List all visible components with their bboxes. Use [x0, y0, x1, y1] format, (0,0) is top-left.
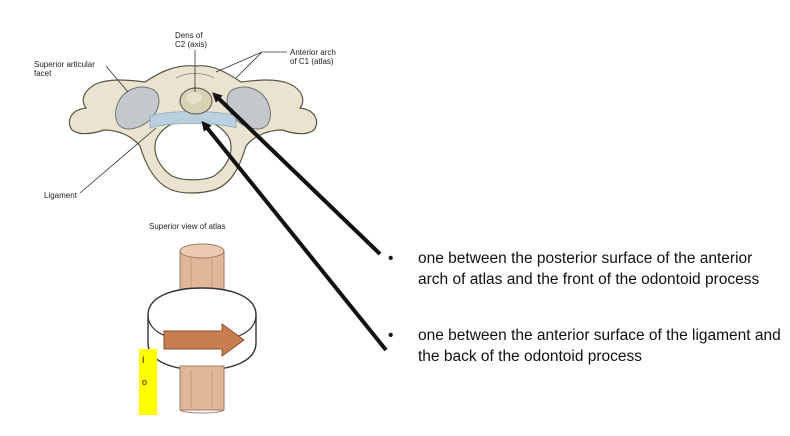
bullet-marker: • [388, 327, 394, 344]
atlas-vertebra [68, 65, 318, 194]
ligament-leader-line [79, 127, 157, 194]
dens-label: Dens of C2 (axis) [175, 31, 208, 49]
facet-leader-line [105, 65, 129, 93]
atlas-bone [68, 65, 318, 194]
ligament-label: Ligament [44, 191, 77, 200]
anterior-arch-label: Anterior arch of C1 (atlas) [290, 48, 336, 66]
ring [147, 287, 257, 371]
pointer-arrow-2 [201, 120, 388, 352]
yellow-tab-text-2: o [142, 377, 148, 387]
transverse-ligament [149, 111, 237, 129]
bullet-item-2: • one between the anterior surface of th… [388, 325, 783, 367]
bullet-list: • one between the posterior surface of t… [388, 248, 783, 367]
bullet-item-1: • one between the posterior surface of t… [388, 248, 783, 290]
caption-label: Superior view of atlas [149, 222, 226, 231]
bullet-text: one between the posterior surface of the… [418, 250, 760, 288]
superior-facet-label: Superior articular facet [34, 60, 95, 78]
rotation-illustration [147, 243, 257, 414]
pointer-arrow-1 [212, 92, 382, 256]
bullet-text: one between the anterior surface of the … [418, 327, 781, 365]
rotation-arrow [163, 323, 245, 357]
yellow-tab-text-1: I [142, 355, 145, 365]
yellow-highlight: I o [139, 349, 157, 415]
anterior-arch-leader-line [215, 51, 287, 79]
bullet-marker: • [388, 250, 394, 267]
peg-lower [179, 365, 225, 411]
